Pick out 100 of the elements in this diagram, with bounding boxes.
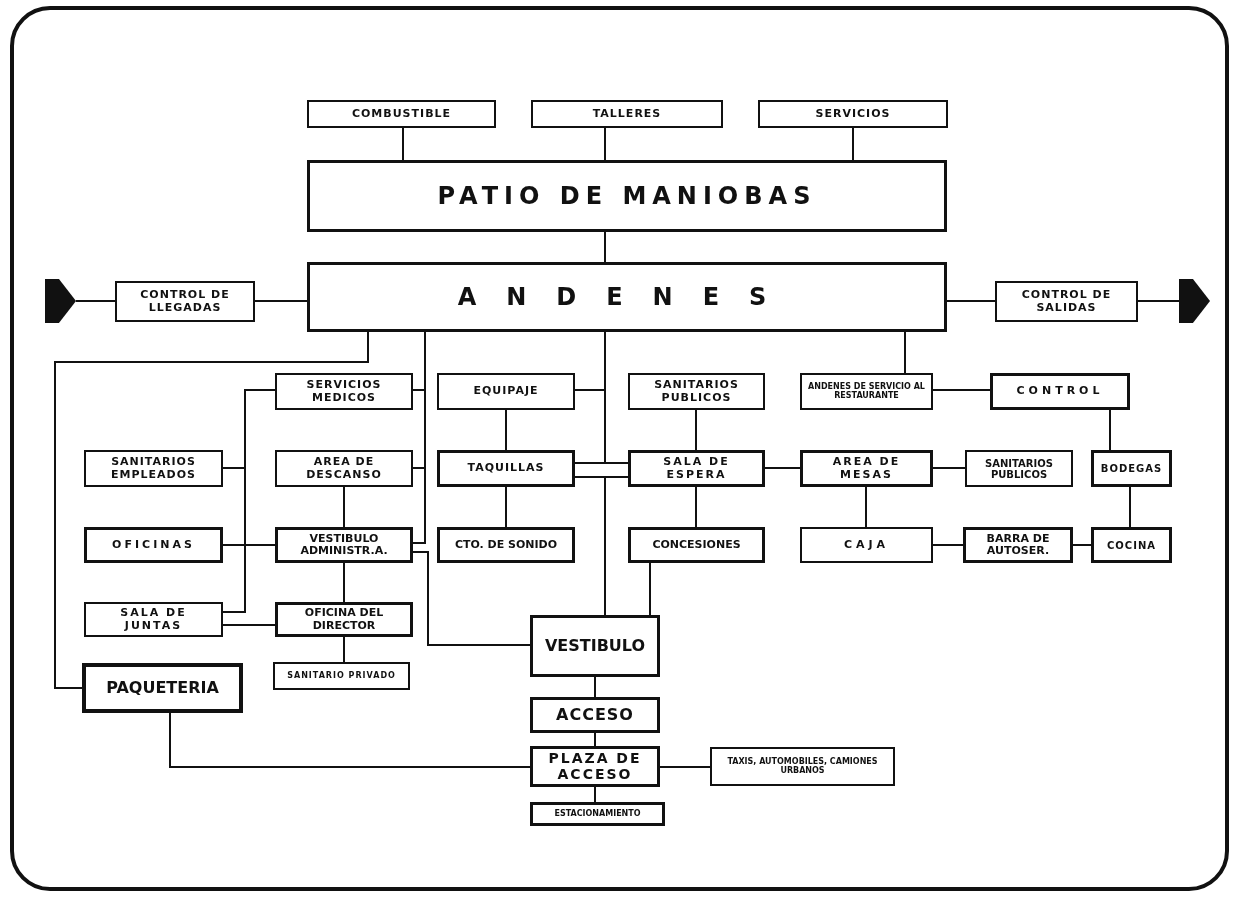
- connector-line: [764, 467, 801, 469]
- connector-line: [1109, 409, 1111, 451]
- connector-line: [412, 551, 531, 646]
- room-label: SANITARIOS PUBLICOS: [653, 379, 740, 404]
- connector-line: [222, 544, 276, 546]
- connector-line: [852, 127, 854, 161]
- connector-line: [1072, 544, 1092, 546]
- block-arrow: [1179, 279, 1210, 323]
- room-box: [628, 450, 765, 487]
- connector-line: [604, 127, 606, 161]
- connector-line: [222, 389, 276, 613]
- room-label: PAQUETERIA: [106, 679, 219, 697]
- connector-line: [505, 486, 507, 528]
- room-label: SANITARIOS EMPLEADOS: [110, 456, 197, 481]
- connector-line: [932, 389, 991, 391]
- room-box: [275, 450, 413, 487]
- connector-line: [222, 624, 276, 626]
- room-label: COCINA: [1107, 539, 1156, 551]
- room-label: BODEGAS: [1100, 463, 1163, 474]
- room-box: [84, 527, 223, 563]
- room-box: [995, 281, 1138, 322]
- room-label: EQUIPAJE: [473, 385, 539, 398]
- connector-line: [649, 562, 651, 616]
- room-label: PLAZA DE ACCESO: [547, 751, 643, 782]
- room-box: [800, 373, 933, 410]
- room-label: ESTACIONAMIENTO: [554, 809, 641, 819]
- room-box: [275, 602, 413, 637]
- connector-line: [604, 476, 629, 616]
- room-label: CONTROL DE SALIDAS: [1020, 289, 1113, 314]
- connector-line: [343, 636, 345, 663]
- connector-line: [412, 331, 426, 544]
- room-box: [307, 160, 947, 232]
- room-box: [963, 527, 1073, 563]
- room-box: [710, 747, 895, 786]
- room-label: CONCESIONES: [652, 538, 741, 552]
- connector-line: [865, 486, 867, 528]
- connector-line: [1129, 486, 1131, 528]
- room-label: ANDENES DE SERVICIO AL RESTAURANTE: [807, 382, 926, 401]
- room-label: COMBUSTIBLE: [351, 107, 452, 121]
- room-label: SERVICIOS: [815, 107, 891, 121]
- connector-line: [932, 467, 966, 469]
- room-box: [530, 697, 660, 733]
- room-label: OFICINAS: [112, 538, 195, 552]
- connector-line: [904, 331, 906, 374]
- room-label: SALA DE JUNTAS: [119, 607, 188, 632]
- room-box: [275, 373, 413, 410]
- room-box: [84, 602, 223, 637]
- room-label: SANITARIOS PUBLICOS: [984, 457, 1054, 480]
- connector-line: [932, 544, 964, 546]
- connector-line: [505, 409, 507, 451]
- room-box: [965, 450, 1073, 487]
- room-label: CAJA: [843, 538, 890, 552]
- room-box: [758, 100, 948, 128]
- room-box: [530, 746, 660, 787]
- room-box: [530, 615, 660, 677]
- room-label: AREA DE DESCANSO: [305, 456, 383, 481]
- room-box: [275, 527, 413, 563]
- room-box: [437, 527, 575, 563]
- room-label: SALA DE ESPERA: [662, 456, 731, 481]
- room-label: BARRA DE AUTOSER.: [985, 532, 1051, 558]
- room-label: AREA DE MESAS: [831, 456, 902, 481]
- connector-line: [594, 786, 596, 803]
- room-label: SERVICIOS MEDICOS: [305, 379, 383, 404]
- connector-line: [604, 231, 606, 263]
- room-box: [800, 450, 933, 487]
- room-box: [437, 450, 575, 487]
- connector-line: [659, 766, 711, 768]
- room-box: [273, 662, 410, 690]
- room-label: PATIO DE MANIOBAS: [437, 182, 817, 210]
- room-box: [307, 262, 947, 332]
- room-label: ACCESO: [556, 706, 634, 724]
- room-box: [84, 450, 223, 487]
- room-label: SANITARIO PRIVADO: [287, 671, 396, 681]
- room-box: [437, 373, 575, 410]
- connector-line: [402, 127, 404, 161]
- room-box: [115, 281, 255, 322]
- connector-line: [54, 331, 369, 689]
- room-label: VESTIBULO: [544, 637, 646, 655]
- room-label: TALLERES: [592, 107, 662, 121]
- room-label: ANDENES: [457, 283, 797, 311]
- connector-line: [169, 712, 531, 768]
- connector-line: [604, 331, 629, 464]
- connector-line: [1137, 300, 1180, 302]
- connector-line: [254, 300, 308, 302]
- block-arrow: [45, 279, 76, 323]
- connector-line: [946, 300, 996, 302]
- room-label: CTO. DE SONIDO: [454, 538, 558, 552]
- room-label: TAQUILLAS: [467, 462, 545, 475]
- connector-line: [594, 732, 596, 747]
- room-box: [800, 527, 933, 563]
- room-label: CONTROL: [1016, 385, 1104, 398]
- room-box: [1091, 527, 1172, 563]
- room-box: [628, 527, 765, 563]
- room-label: TAXIS, AUTOMOBILES, CAMIONES URBANOS: [726, 757, 879, 776]
- room-box: [530, 802, 665, 826]
- room-box: [307, 100, 496, 128]
- connector-line: [75, 300, 116, 302]
- connector-line: [343, 562, 345, 603]
- connector-line: [343, 486, 345, 528]
- room-box: [990, 373, 1130, 410]
